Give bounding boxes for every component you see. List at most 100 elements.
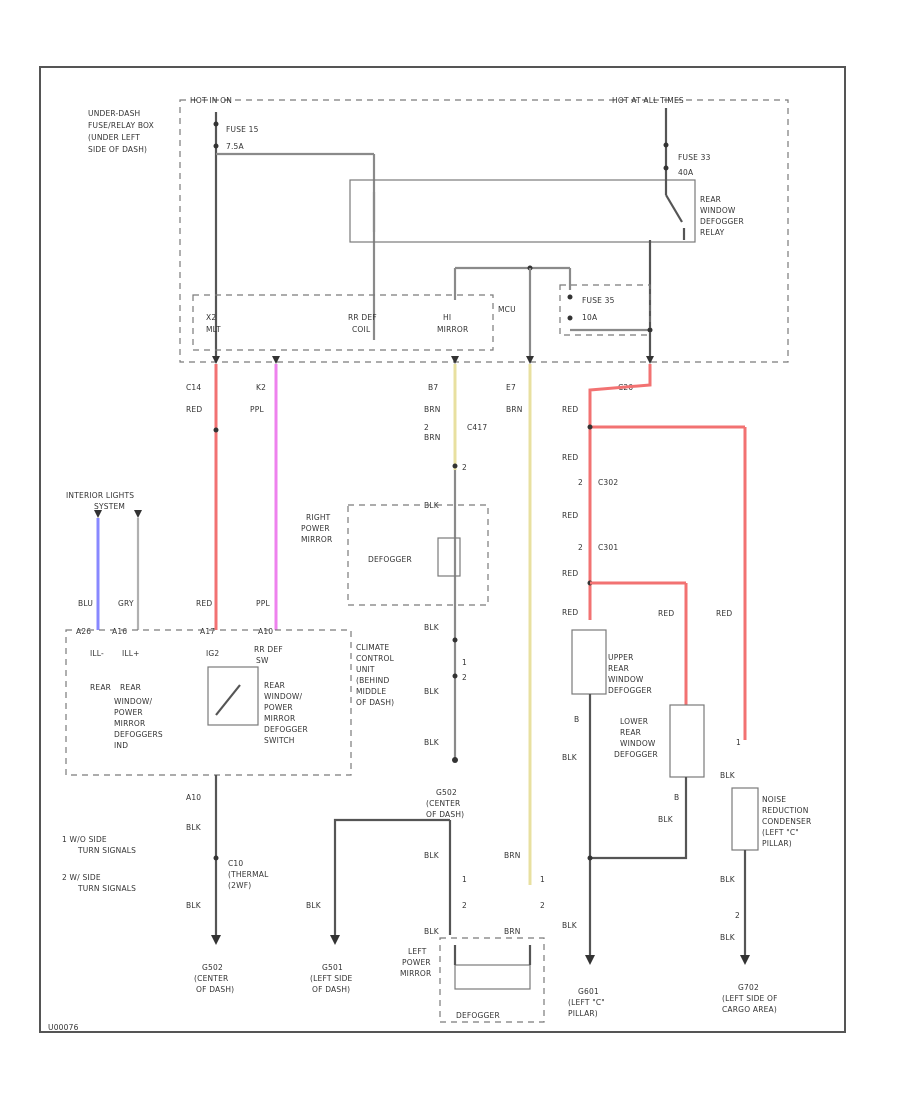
svg-text:(THERMAL: (THERMAL bbox=[228, 870, 269, 879]
svg-text:BRN: BRN bbox=[424, 405, 441, 414]
svg-text:PPL: PPL bbox=[250, 405, 264, 414]
svg-text:WINDOW/: WINDOW/ bbox=[264, 692, 303, 701]
svg-text:1: 1 bbox=[736, 738, 741, 747]
svg-text:CONDENSER: CONDENSER bbox=[762, 817, 811, 826]
svg-text:BLK: BLK bbox=[658, 815, 674, 824]
svg-text:BLU: BLU bbox=[78, 599, 93, 608]
defogger-switch-symbol[interactable] bbox=[207, 666, 259, 726]
upper-rear-window-defogger bbox=[571, 629, 607, 695]
lower-defogger-label: LOWER REAR WINDOW DEFOGGER bbox=[614, 717, 658, 759]
svg-text:UNDER-DASH: UNDER-DASH bbox=[88, 109, 140, 118]
svg-text:OF DASH): OF DASH) bbox=[356, 698, 394, 707]
right-power-mirror-label: RIGHT POWER MIRROR bbox=[301, 513, 332, 544]
svg-text:DEFOGGER: DEFOGGER bbox=[608, 686, 652, 695]
svg-text:E7: E7 bbox=[506, 383, 516, 392]
svg-text:SYSTEM: SYSTEM bbox=[94, 502, 125, 511]
svg-text:2: 2 bbox=[462, 673, 467, 682]
svg-text:G502: G502 bbox=[436, 788, 457, 797]
svg-text:FUSE/RELAY BOX: FUSE/RELAY BOX bbox=[88, 121, 154, 130]
svg-text:C10: C10 bbox=[228, 859, 243, 868]
right-power-mirror-box bbox=[347, 504, 489, 606]
svg-text:BRN: BRN bbox=[504, 851, 521, 860]
svg-text:MIRROR: MIRROR bbox=[400, 969, 431, 978]
svg-text:(LEFT SIDE: (LEFT SIDE bbox=[310, 974, 353, 983]
rear-window-defogger-relay-label: REAR WINDOW DEFOGGER RELAY bbox=[700, 195, 744, 237]
mcu-block bbox=[192, 294, 494, 351]
notes: 1 W/O SIDE TURN SIGNALS 2 W/ SIDE TURN S… bbox=[62, 835, 136, 893]
svg-text:CLIMATE: CLIMATE bbox=[356, 643, 389, 652]
svg-text:FUSE 33: FUSE 33 bbox=[678, 153, 711, 162]
svg-text:2: 2 bbox=[578, 543, 583, 552]
svg-text:RED: RED bbox=[562, 405, 578, 414]
svg-text:LOWER: LOWER bbox=[620, 717, 648, 726]
svg-text:CARGO AREA): CARGO AREA) bbox=[722, 1005, 777, 1014]
svg-text:A10: A10 bbox=[258, 627, 273, 636]
svg-text:PPL: PPL bbox=[256, 599, 270, 608]
svg-text:HI: HI bbox=[443, 313, 451, 322]
svg-text:BRN: BRN bbox=[506, 405, 523, 414]
svg-text:RR DEF: RR DEF bbox=[348, 313, 377, 322]
climate-control-unit-label: CLIMATE CONTROL UNIT (BEHIND MIDDLE OF D… bbox=[356, 643, 395, 707]
svg-text:BLK: BLK bbox=[424, 738, 440, 747]
svg-text:G501: G501 bbox=[322, 963, 343, 972]
svg-text:B: B bbox=[674, 793, 679, 802]
svg-text:(LEFT "C": (LEFT "C" bbox=[568, 998, 605, 1007]
svg-text:BLK: BLK bbox=[186, 901, 202, 910]
svg-text:BLK: BLK bbox=[424, 927, 440, 936]
svg-text:(BEHIND: (BEHIND bbox=[356, 676, 389, 685]
svg-text:G601: G601 bbox=[578, 987, 599, 996]
svg-text:BLK: BLK bbox=[562, 921, 578, 930]
svg-text:1 W/O SIDE: 1 W/O SIDE bbox=[62, 835, 107, 844]
right-defogger-label: DEFOGGER bbox=[368, 555, 412, 564]
ground-g702: G702 (LEFT SIDE OF CARGO AREA) bbox=[722, 983, 777, 1014]
svg-text:BLK: BLK bbox=[424, 687, 440, 696]
svg-text:RED: RED bbox=[562, 511, 578, 520]
svg-text:A17: A17 bbox=[200, 627, 215, 636]
hot-in-on-label: HOT IN ON bbox=[190, 96, 232, 105]
svg-text:CONTROL: CONTROL bbox=[356, 654, 395, 663]
mcu-label: MCU bbox=[498, 305, 516, 314]
svg-text:40A: 40A bbox=[678, 168, 694, 177]
svg-text:RED: RED bbox=[186, 405, 202, 414]
svg-text:RED: RED bbox=[562, 608, 578, 617]
svg-text:2 W/ SIDE: 2 W/ SIDE bbox=[62, 873, 101, 882]
svg-text:1: 1 bbox=[462, 875, 467, 884]
svg-text:A10: A10 bbox=[186, 793, 201, 802]
svg-text:DEFOGGER: DEFOGGER bbox=[700, 217, 744, 226]
wire-codes-top: C14 K2 B7 E7 C20 RED PPL BRN BRN RED bbox=[186, 383, 633, 414]
svg-text:K2: K2 bbox=[256, 383, 266, 392]
svg-text:BLK: BLK bbox=[562, 753, 578, 762]
svg-text:BLK: BLK bbox=[424, 501, 440, 510]
defogger-switch-label: REAR WINDOW/ POWER MIRROR DEFOGGER SWITC… bbox=[264, 681, 308, 745]
svg-text:FUSE 15: FUSE 15 bbox=[226, 125, 259, 134]
svg-text:REDUCTION: REDUCTION bbox=[762, 806, 809, 815]
term-rr-def-coil: RR DEF COIL bbox=[348, 313, 377, 334]
left-power-mirror-box bbox=[439, 937, 545, 1023]
svg-text:FUSE 35: FUSE 35 bbox=[582, 296, 615, 305]
svg-text:RED: RED bbox=[562, 453, 578, 462]
climate-control-unit-box bbox=[65, 629, 352, 776]
svg-text:MIRROR: MIRROR bbox=[437, 325, 468, 334]
svg-text:REAR: REAR bbox=[120, 683, 141, 692]
svg-text:1: 1 bbox=[540, 875, 545, 884]
hot-at-all-times-label: HOT AT ALL TIMES bbox=[612, 96, 684, 105]
svg-text:BLK: BLK bbox=[720, 933, 736, 942]
ill-minus: ILL- bbox=[90, 649, 104, 658]
svg-text:BLK: BLK bbox=[424, 623, 440, 632]
svg-text:RED: RED bbox=[196, 599, 212, 608]
svg-text:OF DASH): OF DASH) bbox=[312, 985, 350, 994]
svg-text:(LEFT "C": (LEFT "C" bbox=[762, 828, 799, 837]
svg-text:X2: X2 bbox=[206, 313, 216, 322]
svg-text:RR DEF: RR DEF bbox=[254, 645, 283, 654]
svg-text:RED: RED bbox=[658, 609, 674, 618]
svg-text:MIDDLE: MIDDLE bbox=[356, 687, 386, 696]
svg-text:B7: B7 bbox=[428, 383, 438, 392]
svg-text:REAR: REAR bbox=[700, 195, 721, 204]
svg-text:RED: RED bbox=[562, 569, 578, 578]
svg-text:(UNDER LEFT: (UNDER LEFT bbox=[88, 133, 140, 142]
left-defogger-element bbox=[454, 964, 531, 990]
right-defogger-element bbox=[437, 537, 461, 577]
rear-window-defogger-relay-box bbox=[349, 179, 696, 243]
noise-reduction-condenser bbox=[731, 787, 759, 851]
